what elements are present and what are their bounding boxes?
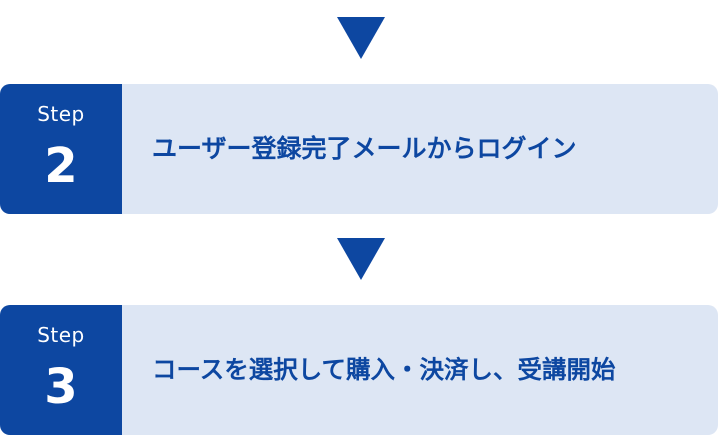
step-number: 3 — [44, 359, 78, 415]
step-row-3: Step 3 コースを選択して購入・決済し、受講開始 — [0, 305, 718, 435]
step-badge: Step 3 — [0, 305, 122, 435]
step-badge: Step 2 — [0, 84, 122, 214]
step-row-2: Step 2 ユーザー登録完了メールからログイン — [0, 84, 718, 214]
down-triangle-icon — [337, 238, 385, 280]
step-description: コースを選択して購入・決済し、受講開始 — [152, 355, 616, 384]
step-number: 2 — [44, 138, 78, 194]
step-label: Step — [37, 102, 85, 126]
step-description: ユーザー登録完了メールからログイン — [152, 134, 577, 163]
down-triangle-icon — [337, 17, 385, 59]
step-label: Step — [37, 323, 85, 347]
